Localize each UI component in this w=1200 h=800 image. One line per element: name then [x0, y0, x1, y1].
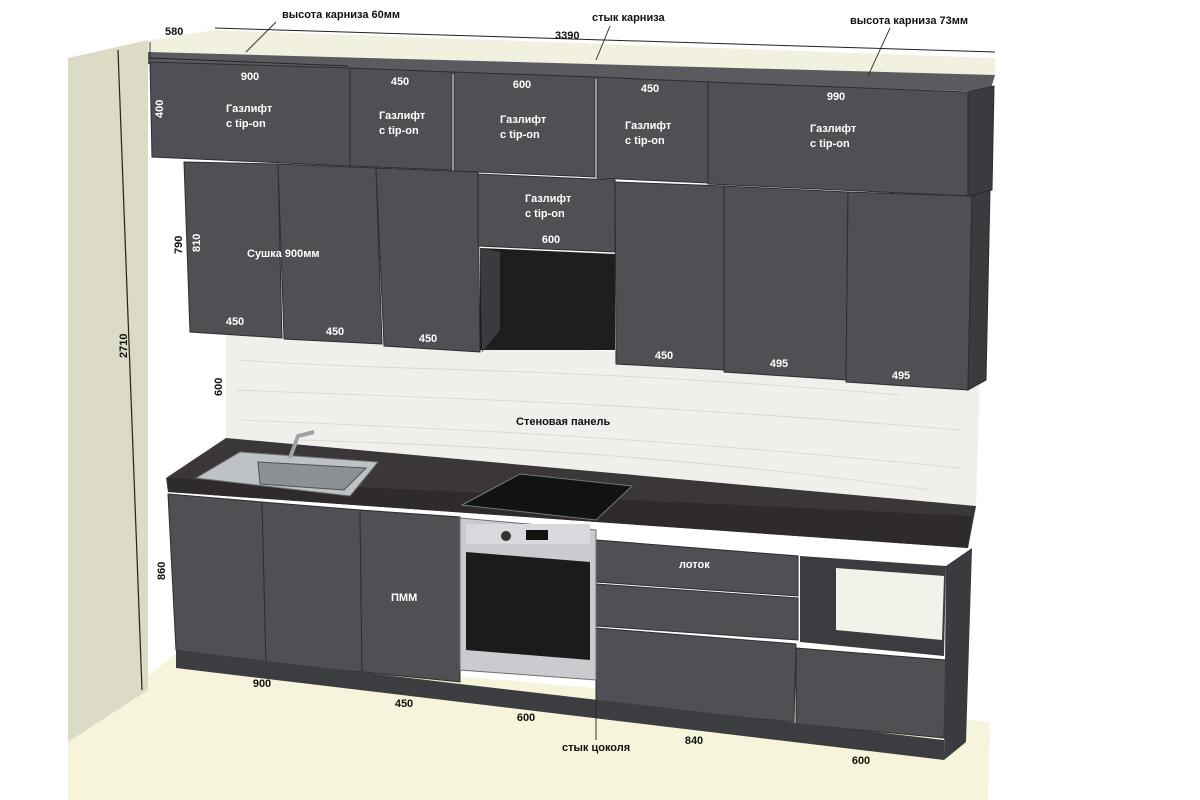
dim-mid-495-b: 495	[891, 370, 911, 382]
dim-mid-height-790: 790	[173, 235, 185, 254]
dim-mid-495-a: 495	[769, 358, 789, 370]
dim-top-450-a: 450	[390, 76, 410, 88]
label-plinth-joint: стык цоколя	[562, 742, 631, 754]
mid-cabinets	[183, 161, 991, 391]
hood-niche	[480, 248, 615, 350]
dim-mid-height-810: 810	[191, 233, 203, 252]
dim-depth-580: 580	[165, 26, 184, 38]
dim-mid-450-d: 450	[654, 350, 674, 362]
side-panel	[944, 548, 972, 760]
dim-mid-450-c: 450	[418, 333, 438, 345]
dim-top-600: 600	[512, 79, 532, 91]
dim-base-900: 900	[252, 678, 272, 690]
dim-top-900: 900	[240, 71, 260, 83]
plinth	[176, 650, 944, 760]
label-cornice-height-73: высота карниза 73мм	[850, 15, 969, 27]
label-wall-panel: Стеновая панель	[516, 416, 611, 428]
dim-top-height: 400	[154, 99, 166, 118]
dim-base-height: 860	[156, 561, 168, 580]
dim-top-450-b: 450	[640, 83, 660, 95]
dim-base-600-end: 600	[851, 755, 871, 767]
label-dishwasher: ПММ	[391, 592, 418, 604]
label-tray: лоток	[679, 559, 710, 571]
cornice	[148, 52, 995, 92]
dim-splash-height: 600	[213, 377, 225, 396]
dim-base-840: 840	[684, 735, 704, 747]
sink	[194, 430, 380, 497]
dim-hood-600: 600	[541, 234, 561, 246]
label-dryer: Сушка 900мм	[247, 248, 320, 260]
dim-total-width: 3390	[555, 30, 580, 42]
label-cornice-height-60: высота карниза 60мм	[282, 9, 401, 21]
label-cornice-joint: стык карниза	[592, 12, 665, 24]
oven	[459, 517, 597, 681]
base-cabinets	[167, 493, 947, 739]
floor	[68, 652, 990, 800]
cooktop	[460, 473, 634, 521]
dim-wall-height: 2710	[118, 333, 130, 358]
dim-base-450: 450	[394, 698, 414, 710]
top-cabinets	[149, 61, 995, 197]
left-wall	[68, 40, 148, 742]
dim-mid-450-b: 450	[325, 326, 345, 338]
dim-top-990: 990	[826, 91, 846, 103]
dim-mid-450-a: 450	[225, 316, 245, 328]
dim-base-600: 600	[516, 712, 536, 724]
